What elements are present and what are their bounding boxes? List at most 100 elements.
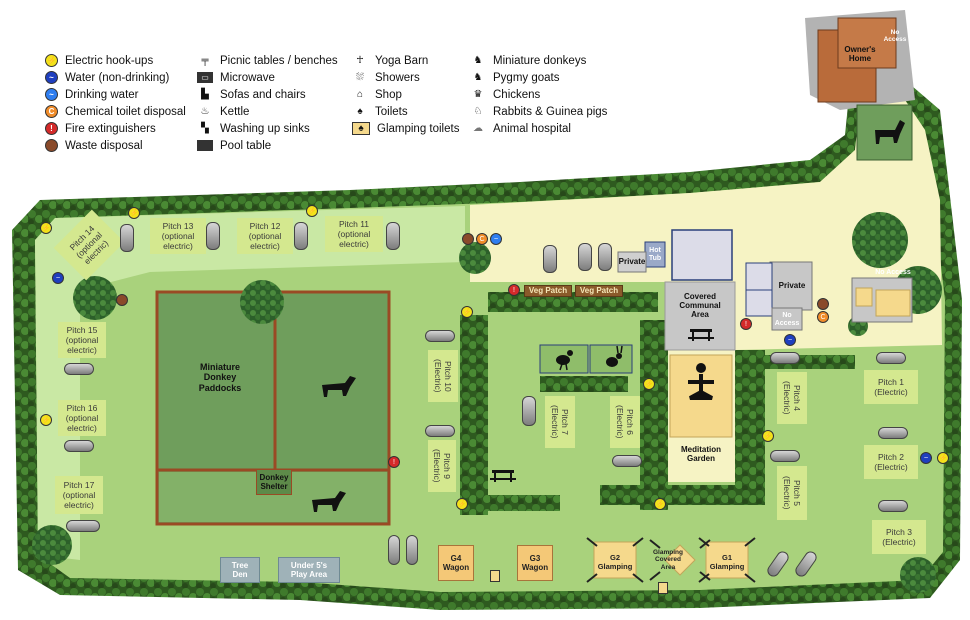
parked-car [770, 352, 800, 364]
pitch-3[interactable]: Pitch 3(Electric) [872, 520, 926, 554]
tree [459, 242, 491, 274]
legend-label: Water (non-drinking) [65, 71, 170, 84]
legend-row: ♛Chickens [470, 86, 607, 103]
sofa-icon: ▙ [201, 89, 209, 100]
pitch-1[interactable]: Pitch 1(Electric) [864, 370, 918, 404]
legend-label: Kettle [220, 105, 250, 118]
parked-car [878, 427, 908, 439]
microwave-icon: ▭ [197, 72, 213, 83]
parked-car [64, 363, 94, 375]
pitch-13[interactable]: Pitch 13(optional electric) [150, 218, 206, 254]
tree [900, 557, 936, 593]
water-icon: ~ [784, 334, 796, 346]
legend-label: Pool table [220, 139, 272, 152]
pitch-11[interactable]: Pitch 11(optional electric) [325, 216, 383, 252]
electric-hookup-icon: ⚡ [40, 414, 52, 426]
legend-row: ▭Microwave [197, 69, 338, 86]
pitch-5[interactable]: Pitch 5(Electric) [777, 466, 807, 520]
tree [32, 525, 72, 565]
legend-row: ♞Miniature donkeys [470, 52, 607, 69]
parked-car [770, 450, 800, 462]
parked-car [120, 224, 134, 252]
pitch-12[interactable]: Pitch 12(optional electric) [237, 218, 293, 254]
pitch-16[interactable]: Pitch 16(optional electric) [58, 400, 106, 436]
tree [73, 276, 117, 320]
parked-car [876, 352, 906, 364]
legend-row: ~Water (non-drinking) [45, 69, 186, 86]
pitch-6[interactable]: Pitch 6(Electric) [610, 396, 640, 448]
shower-icon: ⛆ [356, 72, 364, 83]
chemical-toilet-icon: C [476, 233, 488, 245]
waste-icon [45, 139, 58, 152]
pitch-4[interactable]: Pitch 4(Electric) [777, 372, 807, 424]
legend-label: Washing up sinks [220, 122, 310, 135]
toilet-icon: ♠ [357, 106, 363, 117]
legend-label: Fire extinguishers [65, 122, 156, 135]
fire-extinguisher-icon: ! [740, 318, 752, 330]
legend-label: Glamping toilets [377, 122, 460, 135]
pitch-9[interactable]: Pitch 9(Electric) [428, 440, 456, 492]
waste-disposal-icon [817, 298, 829, 310]
pitch-2[interactable]: Pitch 2(Electric) [864, 445, 918, 479]
shop-icon: ⌂ [356, 89, 364, 100]
legend-label: Picnic tables / benches [220, 54, 338, 67]
drinking-water-icon: ~ [490, 233, 502, 245]
pitch-17[interactable]: Pitch 17(optional electric) [55, 476, 103, 514]
pool-table-icon [197, 140, 213, 151]
glamping-tents [586, 537, 756, 583]
pitch-15[interactable]: Pitch 15(optional electric) [58, 322, 106, 358]
parked-car [206, 222, 220, 250]
hospital-icon: ☁ [473, 123, 483, 134]
legend-label: Chemical toilet disposal [65, 105, 186, 118]
legend-row: ♘Rabbits & Guinea pigs [470, 103, 608, 120]
legend-row: ☁Animal hospital [470, 120, 607, 137]
tree [852, 212, 908, 268]
legend-row: ~Drinking water [45, 86, 186, 103]
legend-col-4: ♞Miniature donkeys ♞Pygmy goats ♛Chicken… [470, 52, 607, 137]
legend-row: ♠Toilets [352, 103, 459, 120]
parked-car [406, 535, 418, 565]
legend-row: ▚Washing up sinks [197, 120, 338, 137]
pitch-7[interactable]: Pitch 7(Electric) [545, 396, 575, 448]
parked-car [543, 245, 557, 273]
fire-extinguisher-icon: ! [45, 122, 58, 135]
electric-hookup-icon: ⚡ [937, 452, 949, 464]
electric-hookup-icon: ⚡ [128, 207, 140, 219]
kitchen-block [671, 229, 733, 281]
drinking-water-icon: ~ [45, 88, 58, 101]
legend-row: ♞Pygmy goats [470, 69, 607, 86]
legend-row: ! Fire extinguishers [45, 120, 186, 137]
picnic-table-icon: ╤ [201, 55, 209, 66]
fire-extinguisher-icon: ! [508, 284, 520, 296]
legend-label: Waste disposal [65, 139, 143, 152]
parked-car [878, 500, 908, 512]
pitch-10[interactable]: Pitch 10(Electric) [428, 350, 458, 402]
glamping-toilet-icon: ♠ [352, 122, 370, 135]
veg-patch-1: Veg Patch [524, 285, 572, 297]
legend-label: Chickens [493, 88, 541, 101]
veg-patch-2: Veg Patch [575, 285, 623, 297]
donkey-icon [322, 376, 356, 397]
legend-label: Sofas and chairs [220, 88, 306, 101]
parked-car [66, 520, 100, 532]
electric-hookup-icon: ⚡ [456, 498, 468, 510]
legend-row: ⌂Shop [352, 86, 459, 103]
parked-car [612, 455, 642, 467]
no-access-label-2: No Access [883, 28, 907, 43]
legend-row: ▙ Sofas and chairs [197, 86, 338, 103]
electric-hookup-icon: ⚡ [306, 205, 318, 217]
legend-label: Miniature donkeys [493, 54, 587, 67]
parked-car [294, 222, 308, 250]
